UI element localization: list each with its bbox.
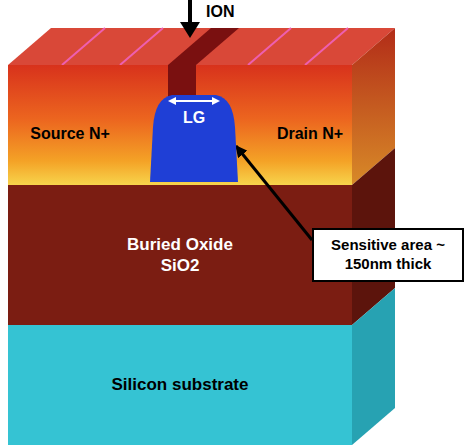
gate-top	[168, 28, 239, 65]
buried-oxide	[8, 185, 352, 325]
node-text: Source N+	[28, 124, 112, 144]
top-surface	[8, 28, 395, 65]
substrate	[8, 325, 352, 445]
substrate-layer: Silicon substrate	[8, 325, 352, 445]
callout-arrow	[236, 146, 312, 240]
gate-length-head	[212, 97, 220, 105]
beam-label: ION	[206, 3, 234, 21]
substrate-side	[352, 288, 395, 445]
ion-arrow	[188, 0, 192, 24]
drain-region: Drain N+	[268, 124, 352, 144]
source-region: Source N+	[28, 124, 112, 144]
callout-box: Sensitive area ~ 150nm thick	[312, 228, 464, 282]
node-text: LG	[150, 108, 238, 128]
sensitive-outline	[150, 92, 238, 182]
gate-length-head	[168, 97, 176, 105]
gate-length-arrow	[175, 100, 213, 102]
node-text: Sensitive area ~ 150nm thick	[322, 236, 454, 274]
ion-arrowhead	[180, 22, 200, 38]
node-text: Silicon substrate	[30, 374, 330, 395]
node-text: Buried Oxide SiO2	[120, 234, 240, 277]
sensitive-shape	[150, 95, 238, 182]
buried-oxide-layer: Buried Oxide SiO2	[8, 185, 352, 325]
surface-stripes	[62, 28, 348, 65]
sensitive-area: LG	[150, 92, 238, 182]
gate-front	[168, 65, 196, 97]
silicon-film	[8, 65, 352, 185]
node-text: Drain N+	[268, 124, 352, 144]
